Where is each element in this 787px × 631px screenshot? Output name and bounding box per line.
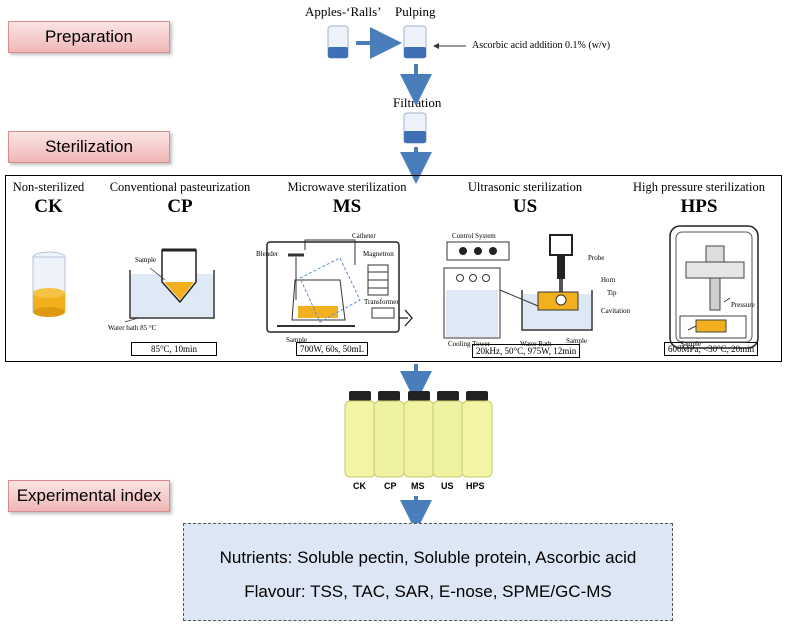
us-tip-label: Tip	[607, 289, 617, 297]
stage-sterilization-label: Sterilization	[45, 137, 133, 156]
pulping-beaker-icon	[403, 25, 427, 59]
bottle-ck-icon	[344, 391, 376, 478]
stage-experimental-index-label: Experimental index	[16, 486, 162, 505]
hps-pressure-label: Pressure	[731, 301, 755, 309]
ms-sample-label: Sample	[286, 336, 307, 344]
juice-bottles	[344, 391, 493, 478]
bottle-cp-icon	[373, 391, 405, 478]
bottle-label-us: US	[441, 481, 454, 491]
bottle-us-icon	[432, 391, 464, 478]
hps-sample-label: Sample	[680, 340, 701, 348]
bottle-label-cp: CP	[384, 481, 397, 491]
us-cavitation-label: Cavitation	[601, 307, 631, 315]
cp-bath-icon	[124, 248, 215, 323]
ascorbic-label: Ascorbic acid addition 0.1% (w/v)	[472, 40, 611, 51]
us-sample-label: Sample	[566, 337, 587, 345]
bottle-ms-icon	[403, 391, 435, 478]
filtration-beaker-icon	[403, 112, 427, 144]
stage-preparation: Preparation	[8, 21, 170, 53]
method-title-cp: Conventional pasteurization	[109, 180, 251, 194]
method-abbr-hps: HPS	[680, 196, 718, 217]
us-water-bath-label: Water Bath	[520, 340, 552, 348]
method-abbr-ms: MS	[332, 196, 362, 217]
ms-blender-label: Blender	[256, 250, 279, 258]
us-horn-label: Horn	[601, 276, 616, 284]
params-cp: 85°C, 10min	[131, 342, 217, 356]
method-title-hps: High pressure sterilization	[633, 180, 765, 194]
experimental-index-box: Nutrients: Soluble pectin, Soluble prote…	[183, 523, 673, 621]
cp-sample-label: Sample	[135, 256, 156, 264]
method-title-us: Ultrasonic sterilization	[467, 180, 583, 194]
sterilization-methods-panel	[5, 175, 782, 362]
ms-transformer-label: Transformer	[364, 298, 399, 306]
ms-microwave-icon	[266, 239, 413, 333]
nutrients-line: Nutrients: Soluble pectin, Soluble prote…	[219, 548, 637, 567]
method-abbr-us: US	[512, 196, 538, 217]
ck-cup-icon	[32, 251, 66, 317]
us-ultrasonic-icon	[443, 234, 593, 339]
method-abbr-ck: CK	[34, 196, 63, 217]
flavour-line: Flavour: TSS, TAC, SAR, E-nose, SPME/GC-…	[244, 582, 612, 601]
hps-vessel-icon	[669, 225, 759, 349]
apples-beaker-icon	[327, 25, 349, 59]
method-title-ck: Non-sterilized	[12, 180, 85, 194]
pulping-label: Pulping	[395, 4, 436, 19]
method-abbr-cp: CP	[167, 196, 193, 217]
method-title-ms: Microwave sterilization	[287, 180, 407, 194]
bottle-label-ms: MS	[411, 481, 425, 491]
ms-magnetron-label: Magnetron	[363, 250, 394, 258]
cp-water-bath-label: Water bath 85 °C	[108, 324, 157, 332]
apples-label: Apples-‘Ralls’	[305, 4, 382, 19]
ms-catheter-label: Catheter	[352, 232, 376, 240]
stage-experimental-index: Experimental index	[8, 480, 170, 512]
stage-preparation-label: Preparation	[45, 27, 133, 46]
us-probe-label: Probe	[588, 254, 604, 262]
bottle-hps-icon	[461, 391, 493, 478]
us-cooling-label: Cooling Tower	[448, 340, 491, 348]
params-us: 20kHz, 50°C, 975W, 12min	[472, 344, 581, 358]
bottle-label-ck: CK	[353, 481, 366, 491]
bottle-label-hps: HPS	[466, 481, 485, 491]
stage-sterilization: Sterilization	[8, 131, 170, 163]
us-control-label: Control System	[452, 232, 496, 240]
params-ms: 700W, 60s, 50mL	[296, 342, 369, 356]
